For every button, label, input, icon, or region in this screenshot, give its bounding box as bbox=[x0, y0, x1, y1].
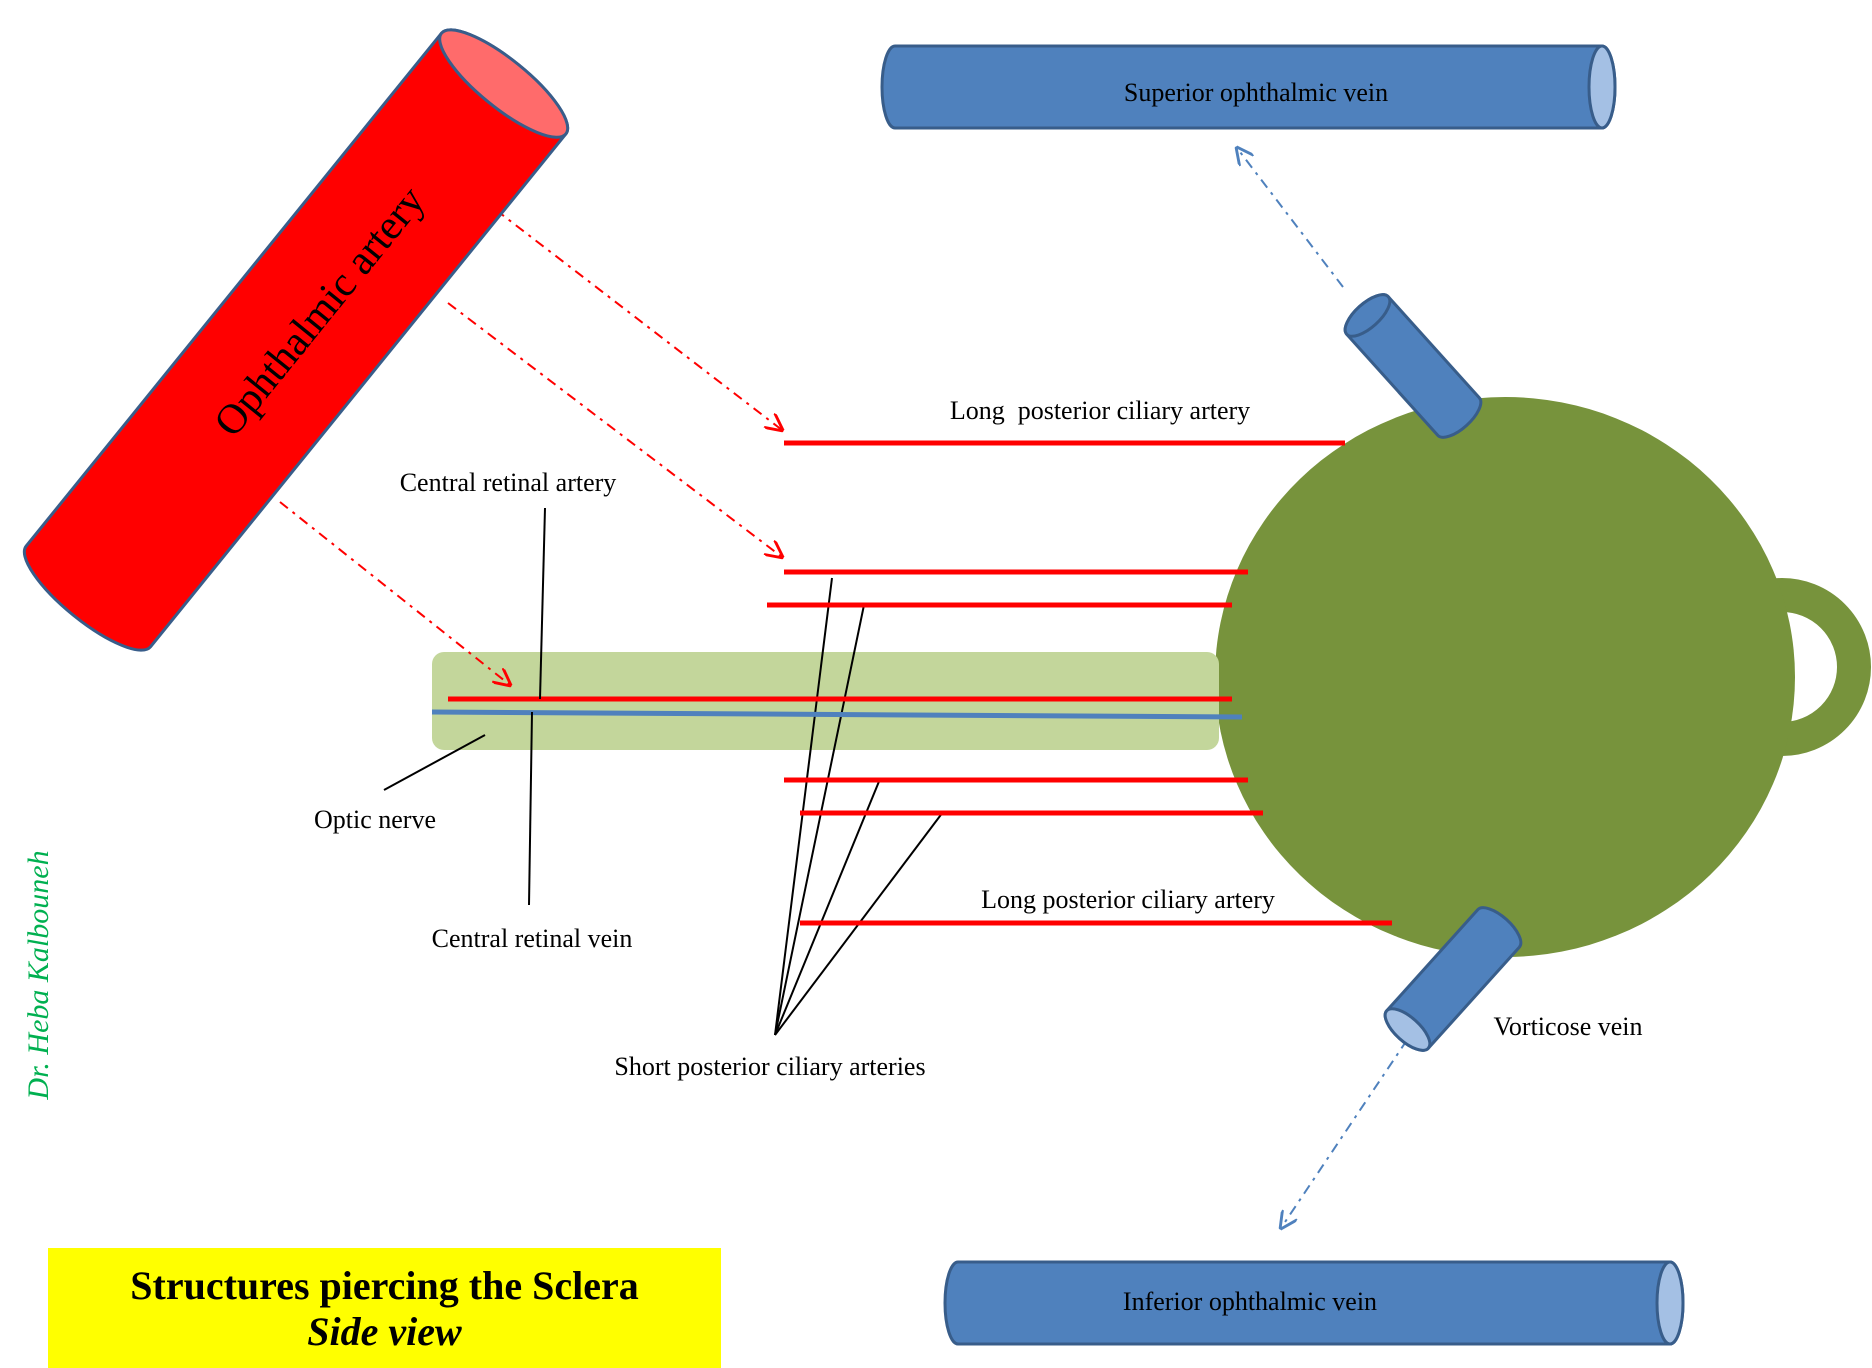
title-box: Structures piercing the Sclera Side view bbox=[48, 1248, 721, 1368]
artery-branch-arrows bbox=[279, 209, 782, 685]
central-retinal-vein-label: Central retinal vein bbox=[432, 924, 633, 953]
inferior-ophthalmic-vein-label: Inferior ophthalmic vein bbox=[1123, 1287, 1377, 1316]
long-ciliary-artery-bottom-label: Long posterior ciliary artery bbox=[981, 885, 1275, 914]
ophthalmic-artery bbox=[22, 28, 570, 652]
eyeball bbox=[1215, 397, 1871, 957]
diagram-title: Structures piercing the Sclera bbox=[130, 1263, 639, 1308]
superior-ophthalmic-vein bbox=[880, 44, 1617, 130]
superior-ophthalmic-vein-label: Superior ophthalmic vein bbox=[1124, 78, 1388, 107]
central-retinal-artery-label: Central retinal artery bbox=[400, 468, 617, 497]
diagram-subtitle: Side view bbox=[307, 1309, 462, 1354]
vorticose-drain-arrows bbox=[1237, 148, 1408, 1228]
ophthalmic-artery-opening bbox=[438, 28, 570, 139]
author-credit: Dr. Heba Kalbouneh bbox=[22, 850, 55, 1100]
vorticose-vein-upper bbox=[1343, 293, 1483, 439]
label-leaders bbox=[383, 507, 546, 906]
eyeball-body bbox=[1215, 397, 1795, 957]
short-ciliary-arteries-label: Short posterior ciliary arteries bbox=[614, 1052, 925, 1081]
central-retinal-vein-line bbox=[431, 709, 1243, 720]
ciliary-arteries bbox=[448, 440, 1392, 926]
short-ciliary-leaders bbox=[774, 577, 944, 1036]
long-ciliary-artery-top-label: Long posterior ciliary artery bbox=[950, 396, 1250, 425]
vorticose-vein-lower bbox=[1383, 906, 1523, 1052]
vorticose-vein-label: Vorticose vein bbox=[1494, 1012, 1643, 1041]
optic-nerve-label: Optic nerve bbox=[314, 805, 436, 834]
inferior-ophthalmic-vein bbox=[943, 1260, 1685, 1346]
